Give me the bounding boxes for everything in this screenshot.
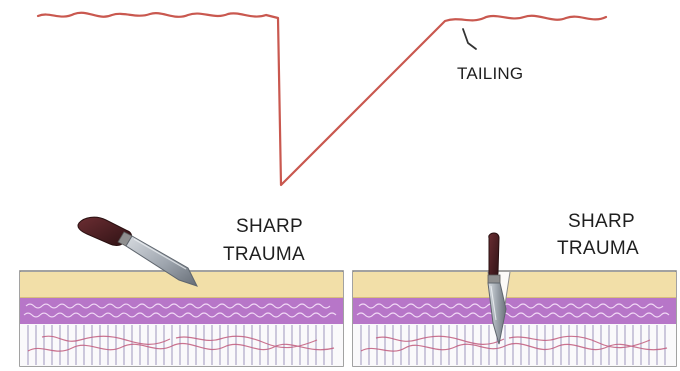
left-sharp-label: SHARP: [236, 216, 303, 237]
tailing-pointer: [463, 29, 476, 49]
tailing-label: TAILING: [457, 64, 523, 83]
tailing-diagram: TAILING: [38, 13, 606, 185]
right-trauma-label: TRAUMA: [557, 238, 639, 259]
left-skin-panel: SHARP TRAUMA: [20, 216, 343, 366]
right-knife-bolster: [488, 275, 500, 283]
profile-line: [38, 13, 606, 185]
right-skin-panel: SHARP TRAUMA: [353, 211, 676, 366]
right-epidermis-layer: [353, 272, 676, 298]
right-sharp-label: SHARP: [568, 211, 635, 232]
left-trauma-label: TRAUMA: [223, 244, 305, 265]
right-knife-handle: [489, 233, 499, 278]
right-dermis-layer: [353, 298, 676, 324]
left-dermis-layer: [20, 298, 343, 324]
